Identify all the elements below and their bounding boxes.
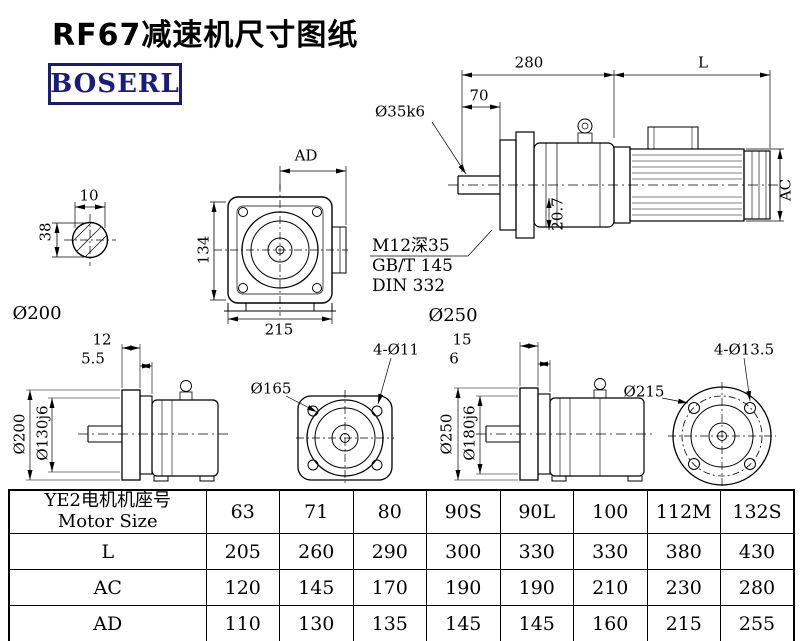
table-row-ad: AD 110 130 135 145 145 160 215 255 (8, 605, 795, 641)
shaft-section-view (52, 202, 116, 266)
note-din-standard: DIN 332 (372, 276, 446, 296)
dim-shaft-len-70: 70 (469, 86, 489, 105)
cell: 130 (279, 605, 354, 641)
motor-size-header: YE2电机机座号 Motor Size (8, 489, 207, 534)
dim-left-flange-dia: Ø200 (10, 413, 29, 455)
note-gbt-standard: GB/T 145 (372, 256, 453, 276)
dim-front-height: 134 (194, 235, 213, 265)
col-header: 63 (205, 489, 280, 534)
col-header: 71 (279, 489, 354, 534)
dim-mid-spigot-dia: Ø165 (250, 379, 292, 398)
dim-round-spigot-dia: Ø215 (623, 382, 665, 401)
row-label: AC (8, 569, 207, 606)
cell: 330 (573, 533, 648, 570)
reducer-side-view-right (454, 342, 652, 482)
motor-size-header-en: Motor Size (57, 511, 158, 532)
reducer-side-view-left (26, 344, 228, 482)
dim-right-spigot-dia: Ø180j6 (460, 405, 479, 461)
col-header: 132S (720, 489, 795, 534)
dim-mid-holes: 4-Ø11 (373, 340, 419, 359)
col-header: 90L (499, 489, 574, 534)
cell: 430 (720, 533, 795, 570)
cell: 215 (646, 605, 721, 641)
cell: 260 (279, 533, 354, 570)
flange-front-view-round (661, 357, 776, 488)
cell: 300 (426, 533, 501, 570)
cell: 380 (646, 533, 721, 570)
note-thread: M12深35 (372, 236, 450, 256)
dim-flange-dia-250: Ø250 (428, 305, 478, 326)
dim-round-holes: 4-Ø13.5 (713, 340, 775, 359)
dimension-table: YE2电机机座号 Motor Size 63 71 80 90S 90L 100… (8, 489, 795, 641)
row-label: AD (8, 605, 207, 641)
dim-ad: AD (294, 146, 318, 165)
page-title: RF67减速机尺寸图纸 (52, 18, 359, 53)
cell: 120 (205, 569, 280, 606)
cell: 190 (499, 569, 574, 606)
technical-drawing-canvas (26, 70, 784, 488)
cell: 145 (426, 605, 501, 641)
col-header: 80 (352, 489, 427, 534)
assembly-side-view (370, 70, 784, 257)
cell: 210 (573, 569, 648, 606)
col-header: 90S (426, 489, 501, 534)
dim-shaft-height: 38 (36, 222, 55, 242)
cell: 255 (720, 605, 795, 641)
brand-logo-text: BOSERL (50, 69, 180, 99)
col-header: 100 (573, 489, 648, 534)
gearbox-front-view (210, 166, 348, 324)
table-header-row: YE2电机机座号 Motor Size 63 71 80 90S 90L 100… (8, 489, 795, 534)
dim-front-width: 215 (264, 320, 294, 339)
dim-overall-280: 280 (514, 53, 544, 72)
dim-motor-length-l: L (698, 53, 708, 72)
cell: 290 (352, 533, 427, 570)
flange-front-view-square (285, 357, 394, 486)
cell: 230 (646, 569, 721, 606)
dim-right-flange-thk: 15 (452, 330, 472, 349)
col-header: 112M (646, 489, 721, 534)
table-row-ac: AC 120 145 170 190 190 210 230 280 (8, 569, 795, 606)
cell: 330 (499, 533, 574, 570)
motor-size-header-cn: YE2电机机座号 (44, 490, 171, 512)
cell: 145 (279, 569, 354, 606)
cell: 135 (352, 605, 427, 641)
brand-logo: BOSERL (48, 63, 182, 105)
dim-left-spigot-dia: Ø130j6 (33, 405, 52, 461)
dim-shaft-dia-35k6: Ø35k6 (374, 102, 426, 121)
cell: 205 (205, 533, 280, 570)
dim-key-depth: 20.7 (548, 197, 567, 231)
cell: 160 (573, 605, 648, 641)
dim-left-flange-thk: 12 (92, 330, 112, 349)
cell: 110 (205, 605, 280, 641)
cell: 280 (720, 569, 795, 606)
cell: 145 (499, 605, 574, 641)
table-row-l: L 205 260 290 300 330 330 380 430 (8, 533, 795, 570)
dim-shaft-diameter: Ø200 (12, 303, 62, 324)
dim-right-flange-dia: Ø250 (437, 413, 456, 455)
row-label: L (8, 533, 207, 570)
dim-shaft-width: 10 (79, 186, 99, 205)
dim-right-spigot-len: 6 (449, 349, 459, 368)
cell: 170 (352, 569, 427, 606)
cell: 190 (426, 569, 501, 606)
dim-motor-dia-ac: AC (776, 178, 795, 202)
dim-left-spigot-len: 5.5 (81, 349, 105, 368)
